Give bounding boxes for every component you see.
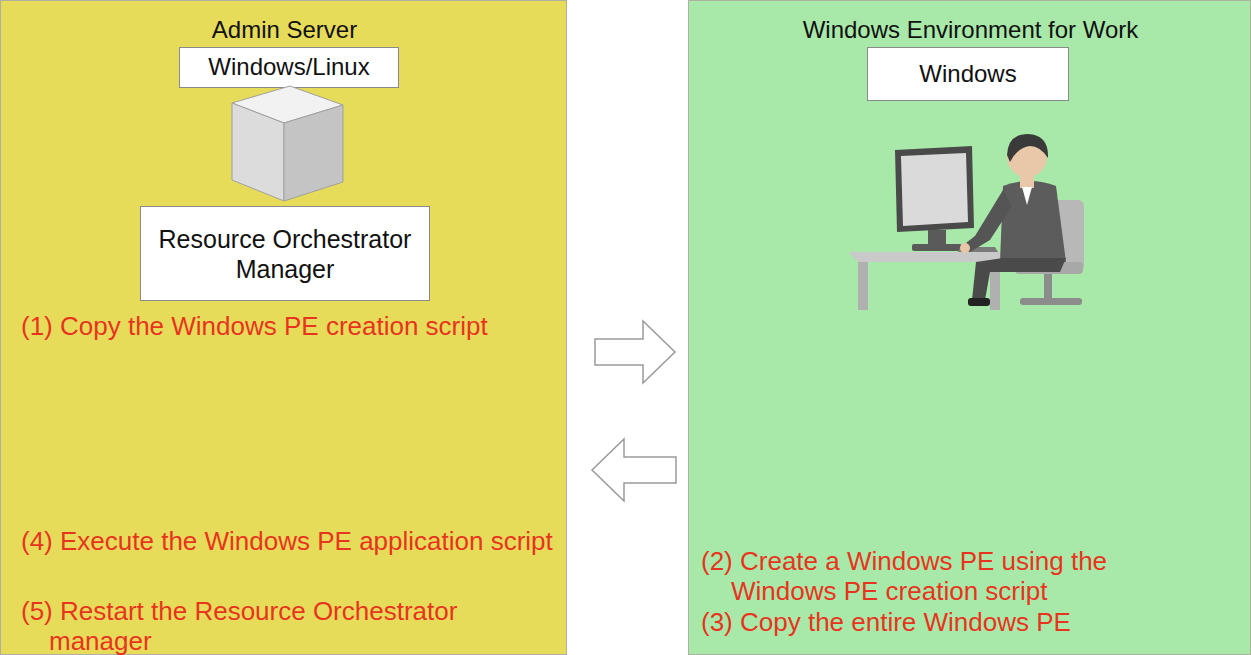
software-box: Resource Orchestrator Manager: [140, 206, 430, 301]
step-text: (3) Copy the entire Windows PE: [701, 607, 1241, 637]
person-at-computer: [848, 134, 1084, 310]
panel-heading: Windows Environment for Work: [689, 15, 1251, 45]
step-text-slot: (5) Restart the Resource Orchestrator ma…: [21, 596, 561, 655]
panel-heading-slot: Admin Server: [1, 15, 568, 45]
server-panel: Admin Server (1) Copy the Windows PE crea…: [0, 0, 567, 655]
step-text-slot: (3) Copy the entire Windows PE: [701, 607, 1241, 637]
step-text-slot: (4) Execute the Windows PE application s…: [21, 526, 561, 556]
box-label: Windows: [919, 60, 1016, 89]
step-text: (2) Create a Windows PE using the Window…: [701, 546, 1201, 606]
work-panel: Windows Environment for Work (2) Create a…: [688, 0, 1251, 655]
step-text: (1) Copy the Windows PE creation script: [21, 311, 566, 341]
panel-heading-slot: Windows Environment for Work: [689, 15, 1251, 45]
hollow-arrow: [592, 439, 676, 501]
hollow-arrow: [595, 321, 675, 383]
box-label: Resource Orchestrator Manager: [154, 224, 416, 284]
step-text: (4) Execute the Windows PE application s…: [21, 526, 561, 556]
os-box: Windows: [867, 47, 1069, 101]
os-box: Windows/Linux: [179, 47, 399, 88]
server-cube: [232, 86, 343, 201]
panel-heading: Admin Server: [1, 15, 568, 45]
step-text: (5) Restart the Resource Orchestrator ma…: [21, 596, 561, 655]
step-text-slot: (2) Create a Windows PE using the Window…: [701, 546, 1201, 606]
box-label: Windows/Linux: [208, 53, 369, 82]
step-text-slot: (1) Copy the Windows PE creation script: [21, 311, 566, 341]
